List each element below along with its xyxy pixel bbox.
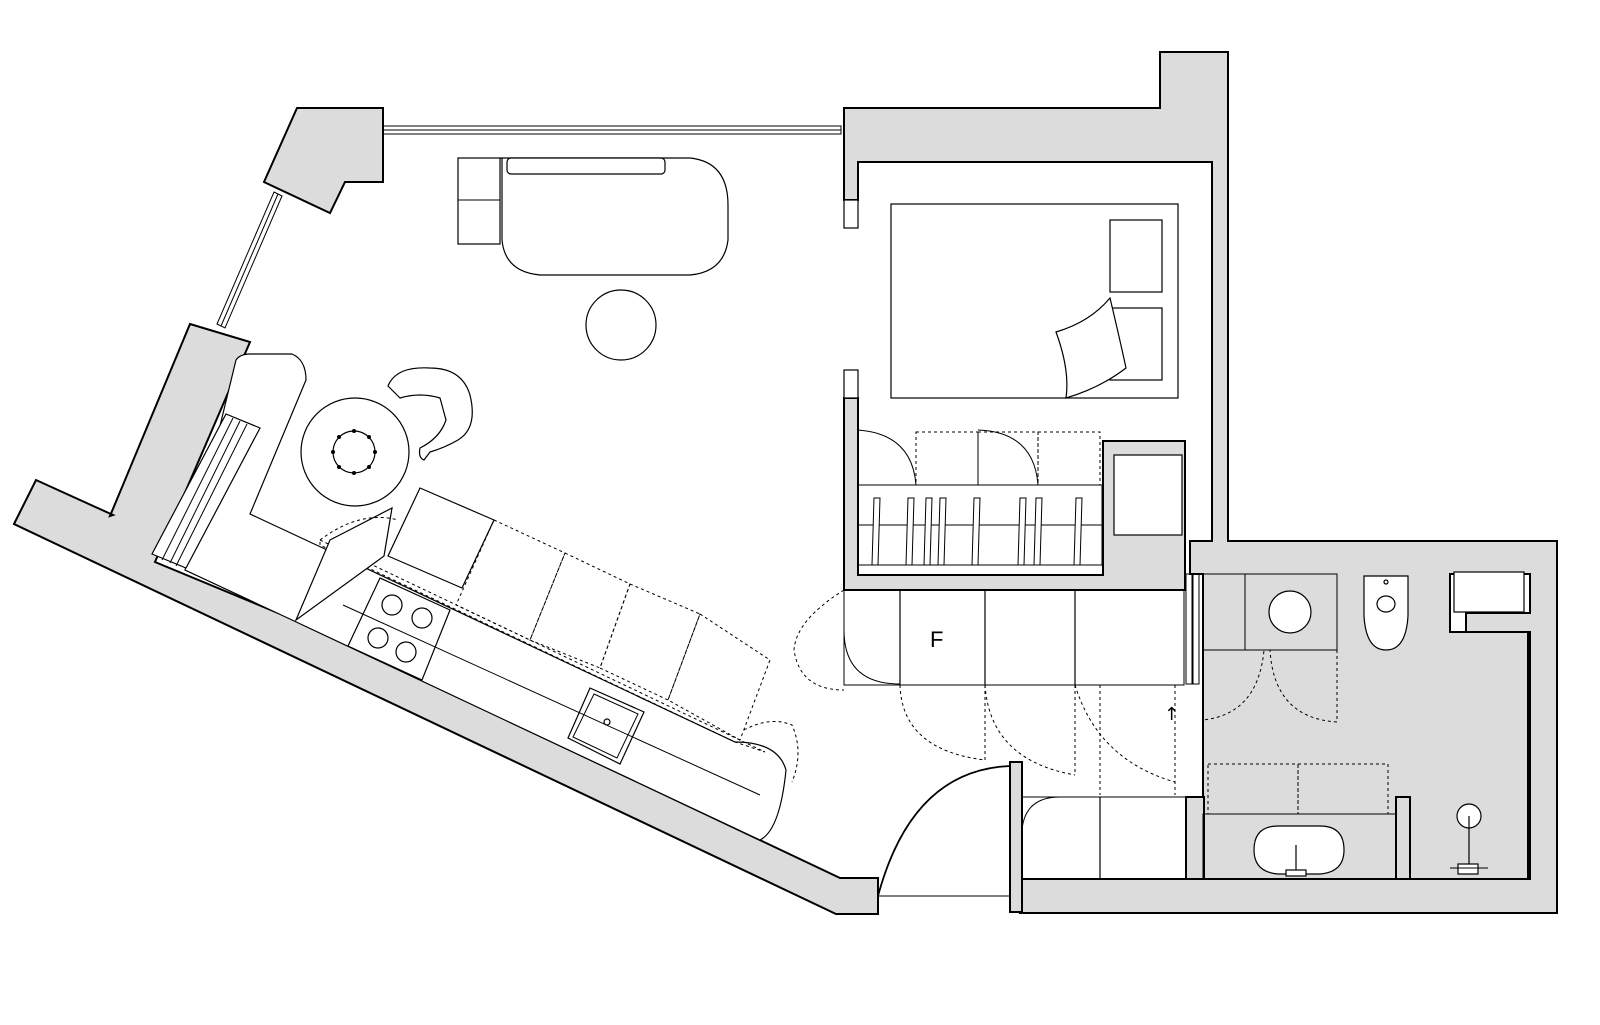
up-arrow: ↑ [1164,704,1179,725]
windows [216,125,842,329]
burner-1 [381,594,403,616]
armchair [387,367,473,461]
toilet [1363,575,1409,651]
centerpiece-dots [331,429,377,475]
bathtub [1253,825,1345,875]
hangers [871,497,1083,566]
burner-4 [395,641,417,663]
bath-west-divider [1185,796,1205,880]
burner-3 [367,627,389,649]
upper-cabinets [319,539,766,753]
kitchen [151,353,799,841]
entry-door[interactable] [877,762,1011,898]
round-pouf [585,289,657,361]
sofa [457,157,729,276]
south-west-wall [12,322,879,915]
bedroom-wall-edge [843,199,859,229]
bath-east-divider [1395,796,1411,880]
west-window [216,191,283,329]
north-west-corner-block [262,107,384,215]
entry-east-wall [1009,761,1023,913]
washbasin [1268,590,1312,634]
bedroom [843,162,1183,566]
shelf [1453,571,1525,613]
sink [567,687,645,765]
counter-module-1 [294,506,393,622]
living-room [300,157,729,507]
shower-valve [1457,863,1479,875]
wall-niche [1113,454,1183,536]
cooktop [347,577,451,681]
fridge-label: F [930,627,943,652]
sliding-door [1185,573,1193,685]
bedroom-and-bath-walls [843,51,1558,914]
hall-storage: F ↑ [793,573,1200,880]
bathroom [1202,571,1525,880]
pillow-1 [1109,219,1163,293]
kitchen-counter [184,353,787,841]
duvet-fold [1055,296,1127,399]
burner-2 [411,607,433,629]
wardrobe [857,429,1103,566]
tall-cabinet [387,487,495,589]
